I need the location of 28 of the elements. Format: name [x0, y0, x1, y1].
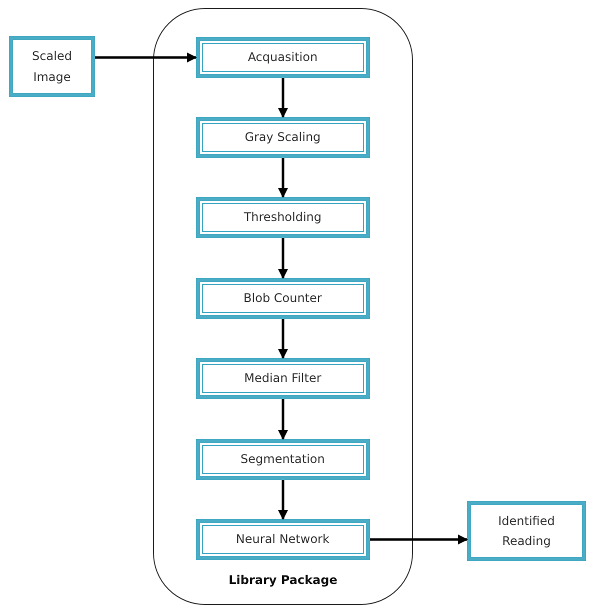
- process-box: [196, 438, 370, 480]
- arrow: [370, 534, 468, 544]
- process-box: [196, 36, 370, 78]
- step-label: Neural Network: [234, 530, 330, 548]
- step-label: Segmentation: [240, 450, 326, 468]
- step-label: Acquasition: [246, 48, 319, 66]
- group-title: Library Package: [228, 573, 338, 587]
- arrow: [278, 238, 288, 279]
- step-label: Gray Scaling: [244, 128, 322, 146]
- process-box: [196, 196, 370, 238]
- process-box: [196, 518, 370, 560]
- arrow: [278, 78, 288, 118]
- process-box: [196, 278, 370, 319]
- process-box: [196, 116, 370, 158]
- package-container: [153, 8, 413, 605]
- arrow: [278, 399, 288, 440]
- step-label: Scaled Image: [31, 48, 73, 86]
- step-label: Identified Reading: [497, 512, 556, 550]
- io-box: [467, 501, 586, 561]
- arrow: [278, 480, 288, 520]
- step-label: Blob Counter: [242, 290, 323, 307]
- arrow: [278, 319, 288, 359]
- arrow: [95, 52, 197, 62]
- step-label: Median Filter: [243, 370, 322, 387]
- arrow: [278, 158, 288, 198]
- step-label: Thresholding: [242, 208, 323, 226]
- io-box: [9, 36, 95, 97]
- process-box: [196, 358, 370, 399]
